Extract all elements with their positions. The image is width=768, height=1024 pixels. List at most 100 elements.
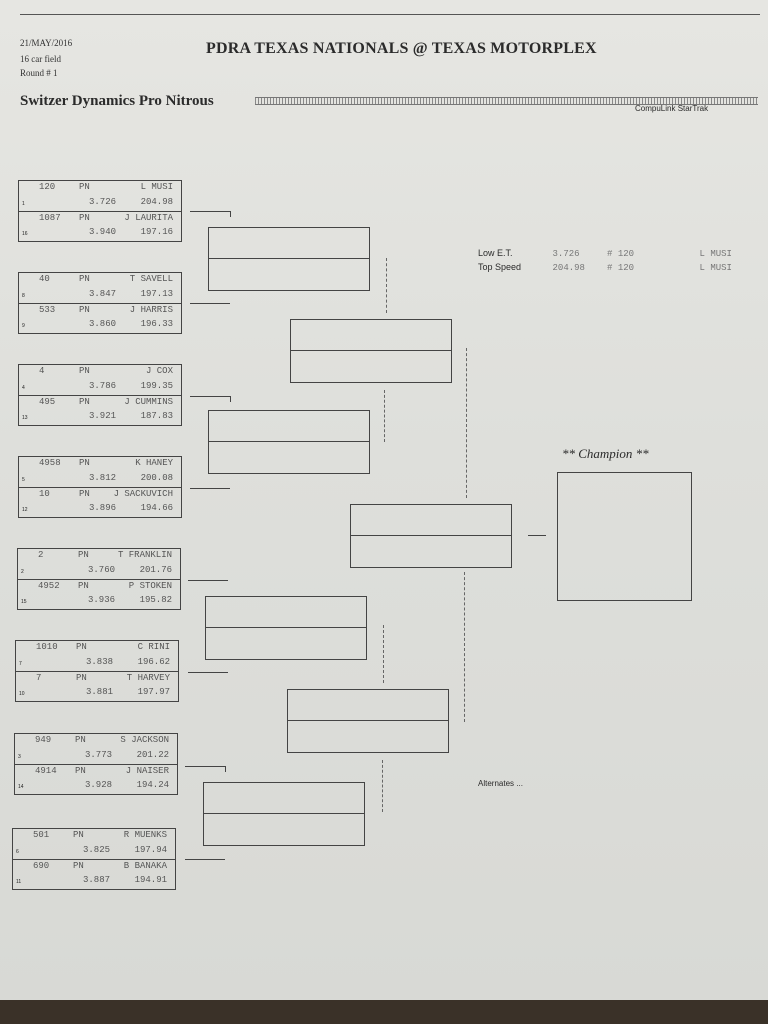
elapsed-time: 3.940 [89, 227, 117, 237]
entry-info-row: 949 PN S JACKSON [15, 734, 177, 749]
car-number: 949 [35, 735, 52, 745]
elapsed-time: 3.887 [83, 875, 111, 885]
elapsed-time: 3.838 [86, 657, 114, 667]
speed-mph: 200.08 [140, 473, 173, 483]
seed-number: 9 [22, 323, 25, 329]
driver-name: B BANAKA [123, 861, 167, 871]
low-et-value: 3.726 [552, 249, 580, 259]
event-date: 21/MAY/2016 [20, 38, 73, 48]
class-code: PN [73, 830, 84, 840]
class-code: PN [75, 735, 86, 745]
round2-slot [203, 782, 365, 846]
car-number: 4 [39, 366, 45, 376]
driver-name: R MUENKS [123, 830, 167, 840]
car-number: 690 [33, 861, 50, 871]
entry-info-row: 690 PN B BANAKA [13, 859, 175, 875]
connector [185, 766, 225, 767]
speed-mph: 194.66 [140, 503, 173, 513]
seed-number: 15 [21, 599, 27, 605]
car-number: 495 [39, 397, 56, 407]
champion-label: ** Champion ** [562, 446, 649, 461]
top-rule [20, 14, 760, 15]
connector [386, 258, 387, 313]
speed-mph: 201.22 [136, 750, 169, 760]
speed-mph: 194.24 [136, 780, 169, 790]
connector [464, 572, 465, 722]
speed-mph: 197.97 [137, 687, 170, 697]
speed-mph: 204.98 [140, 197, 173, 207]
driver-name: T HARVEY [126, 673, 170, 683]
elapsed-time: 3.786 [89, 381, 117, 391]
elapsed-time: 3.812 [89, 473, 117, 483]
class-code: PN [79, 213, 90, 223]
class-code: PN [79, 305, 90, 315]
round2-slot [205, 596, 367, 660]
seed-number: 4 [22, 385, 25, 391]
elapsed-time: 3.825 [83, 845, 111, 855]
connector [384, 390, 385, 442]
seed-number: 8 [22, 293, 25, 299]
car-number: 501 [33, 830, 50, 840]
driver-name: P STOKEN [128, 581, 172, 591]
entry-info-row: 4 PN J COX [19, 365, 181, 380]
driver-name: J HARRIS [129, 305, 173, 315]
driver-name: S JACKSON [120, 735, 169, 745]
connector [185, 859, 225, 860]
car-number: 4914 [35, 766, 57, 776]
timing-system: CompuLink StarTrak [635, 104, 709, 113]
seed-number: 1 [22, 201, 25, 207]
alternates-label: Alternates ... [478, 779, 523, 788]
elapsed-time: 3.760 [88, 565, 116, 575]
class-code: PN [79, 489, 90, 499]
elapsed-time: 3.773 [85, 750, 113, 760]
speed-mph: 187.83 [140, 411, 173, 421]
top-speed-value: 204.98 [552, 263, 585, 273]
car-number: 120 [39, 182, 56, 192]
class-code: PN [78, 581, 89, 591]
seed-number: 12 [22, 507, 28, 513]
class-code: PN [79, 366, 90, 376]
connector [225, 766, 226, 772]
car-number: 1010 [36, 642, 58, 652]
car-number: 1087 [39, 213, 61, 223]
class-code: PN [73, 861, 84, 871]
seed-number: 3 [18, 754, 21, 760]
driver-name: T SAVELL [129, 274, 173, 284]
speed-mph: 197.13 [140, 289, 173, 299]
class-code: PN [79, 274, 90, 284]
driver-name: L MUSI [140, 182, 173, 192]
driver-name: J CUMMINS [124, 397, 173, 407]
speed-mph: 197.94 [134, 845, 167, 855]
round-number: Round # 1 [20, 68, 58, 78]
connector [230, 396, 231, 402]
class-code: PN [78, 550, 89, 560]
round2-slot [208, 410, 370, 474]
driver-name: J COX [145, 366, 173, 376]
low-et-driver: L MUSI [699, 249, 732, 259]
car-number: 2 [38, 550, 44, 560]
field-size: 16 car field [20, 54, 61, 64]
connector [190, 488, 230, 489]
